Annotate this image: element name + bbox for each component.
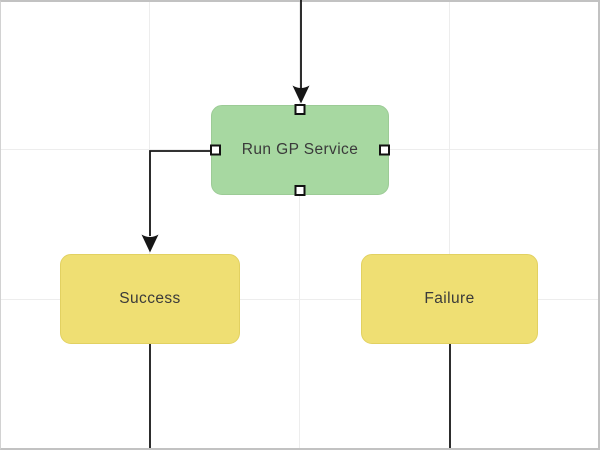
node-label: Failure: [424, 290, 475, 307]
connector-line[interactable]: [149, 150, 210, 236]
connection-handle-left[interactable]: [210, 144, 221, 156]
connection-handle-bottom[interactable]: [294, 185, 306, 196]
gridline-vertical: [449, 2, 450, 448]
connector-into-run-gp-service[interactable]: [292, 0, 310, 104]
arrowhead-icon: [292, 85, 310, 104]
node-run-gp-service[interactable]: Run GP Service: [210, 104, 390, 196]
node-label: Success: [119, 290, 181, 307]
node-failure[interactable]: Failure: [361, 254, 538, 344]
connector-run-gp-service-to-success[interactable]: [141, 150, 211, 253]
connection-handle-top[interactable]: [294, 104, 306, 115]
node-label: Run GP Service: [241, 141, 359, 158]
gridline-vertical: [299, 2, 300, 448]
connection-handle-right[interactable]: [379, 144, 390, 156]
gridline-horizontal: [1, 299, 598, 300]
arrowhead-icon: [141, 234, 159, 253]
node-success[interactable]: Success: [60, 254, 240, 344]
